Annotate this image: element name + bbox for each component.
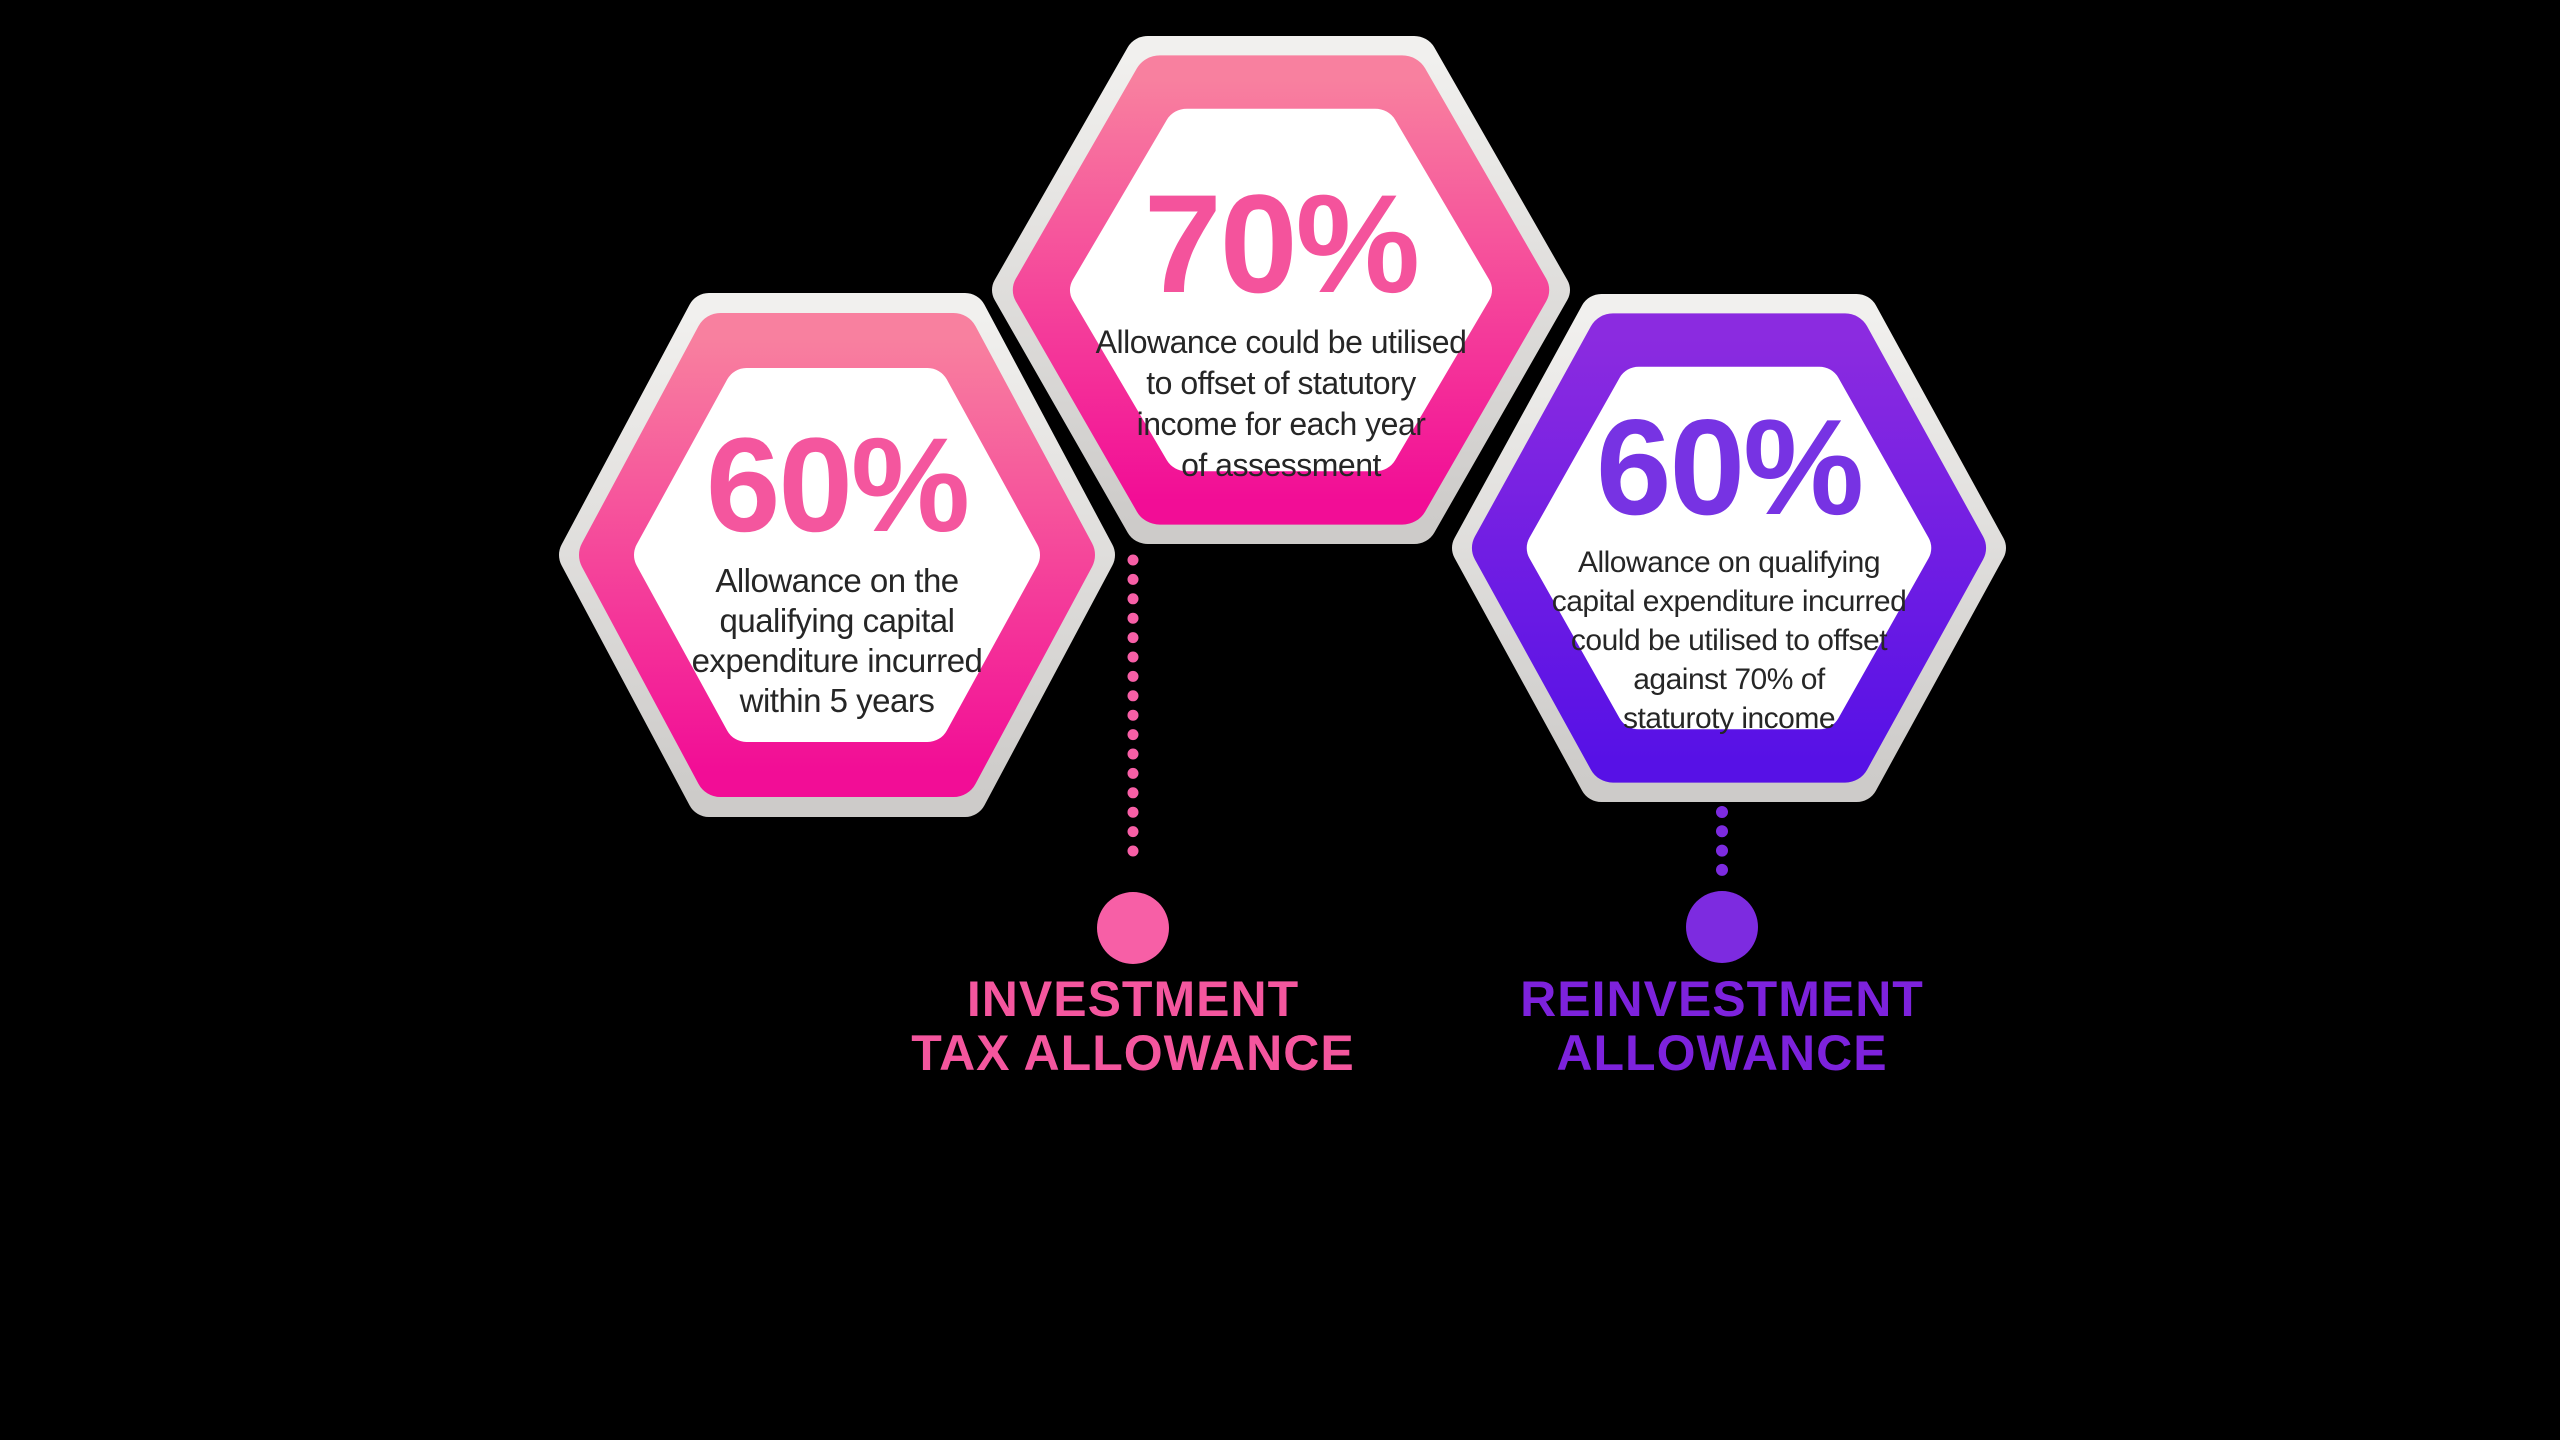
hexagon-center-white	[634, 368, 1040, 742]
hexagon-shape	[559, 293, 1115, 817]
hexagon-description: Allowance on qualifying capital expendit…	[1551, 545, 1907, 735]
hexagon-percentage: 60%	[1595, 390, 1864, 543]
hexagon-description: Allowance on the qualifying capital expe…	[691, 562, 983, 719]
hexagon-shape	[1452, 294, 2006, 802]
anchor-dot-reinvestment	[1686, 891, 1758, 963]
hexagon-investment-60: 60% Allowance on the qualifying capital …	[559, 293, 1115, 817]
hexagon-percentage: 60%	[705, 411, 970, 560]
hexagon-reinvestment-60: 60% Allowance on qualifying capital expe…	[1452, 294, 2006, 802]
label-investment-tax-allowance: INVESTMENT TAX ALLOWANCE	[911, 971, 1355, 1081]
hexagon-content: 70% Allowance could be utilised to offse…	[992, 36, 1570, 544]
label-reinvestment-allowance: REINVESTMENT ALLOWANCE	[1520, 971, 1924, 1081]
hexagon-content: 60% Allowance on qualifying capital expe…	[1452, 294, 2006, 802]
hexagon-shape	[992, 36, 1570, 544]
hexagon-description: Allowance could be utilised to offset of…	[1095, 324, 1467, 483]
hexagon-center-white	[1526, 366, 1932, 730]
hexagon-percentage: 70%	[1143, 165, 1420, 322]
anchor-dot-investment	[1097, 892, 1169, 964]
hexagon-center-white	[1069, 108, 1493, 472]
hexagon-content: 60% Allowance on the qualifying capital …	[559, 293, 1115, 817]
hexagon-investment-70: 70% Allowance could be utilised to offse…	[992, 36, 1570, 544]
